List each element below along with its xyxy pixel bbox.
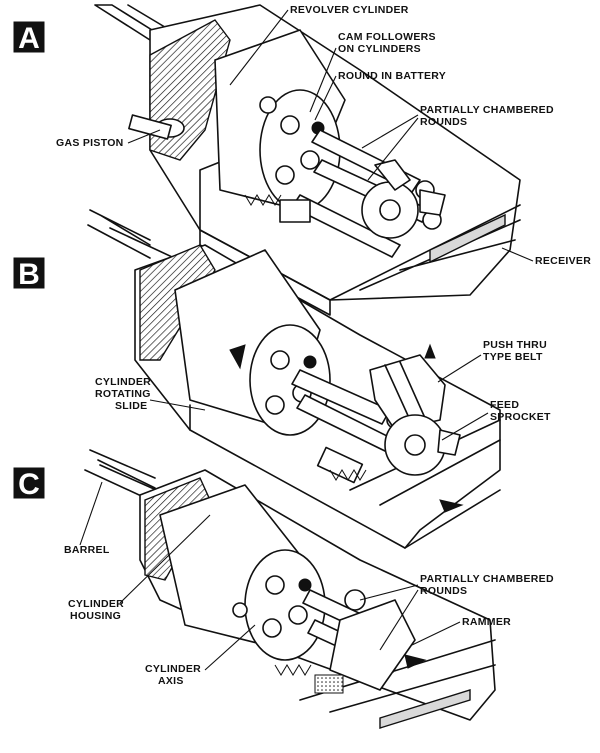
- panel-b-badge: B: [13, 257, 45, 291]
- label-partially-chambered-c-line2: ROUNDS: [420, 585, 467, 597]
- panel-b-labels: PUSH THRU TYPE BELT FEED SPROCKET CYLIND…: [95, 339, 551, 441]
- label-revolver-cylinder: REVOLVER CYLINDER: [290, 4, 409, 16]
- panel-a-feed-sprocket: [361, 159, 446, 239]
- label-barrel: BARREL: [64, 544, 110, 556]
- panel-b-feed-sprocket: [384, 414, 464, 513]
- label-cylinder-rotating-line2: ROTATING: [95, 388, 151, 400]
- label-receiver: RECEIVER: [535, 255, 591, 267]
- label-round-in-battery: ROUND IN BATTERY: [338, 70, 446, 82]
- panel-c-labels: BARREL CYLINDER HOUSING PARTIALLY CHAMBE…: [64, 481, 554, 687]
- panel-c: C: [13, 449, 554, 729]
- label-cylinder-axis-line1: CYLINDER: [145, 663, 201, 675]
- panel-a-letter: A: [18, 22, 40, 55]
- panel-b-push-thru-belt: [369, 343, 446, 431]
- panel-a-revolver-cylinder: [214, 29, 346, 211]
- panel-c-rammer: [329, 599, 427, 691]
- label-push-thru-line2: TYPE BELT: [483, 351, 543, 363]
- panel-a-gas-piston-housing: [128, 19, 231, 161]
- label-gas-piston: GAS PISTON: [56, 137, 124, 149]
- panel-c-badge: C: [13, 467, 45, 501]
- panel-c-revolver-cylinder: [159, 484, 326, 661]
- belt-up-arrow-icon: [424, 343, 436, 359]
- panel-c-letter: C: [18, 468, 40, 501]
- label-cam-followers-line2: ON CYLINDERS: [338, 43, 421, 55]
- label-rammer: RAMMER: [462, 616, 511, 628]
- panel-a-badge: A: [13, 21, 45, 55]
- label-partially-chambered-a-line2: ROUNDS: [420, 116, 467, 128]
- panel-b-letter: B: [18, 258, 40, 291]
- label-partially-chambered-c-line1: PARTIALLY CHAMBERED: [420, 573, 554, 585]
- label-push-thru-line1: PUSH THRU: [483, 339, 547, 351]
- rotation-arrow-icon: [229, 344, 246, 370]
- feed-arrow-icon: [439, 499, 464, 513]
- label-partially-chambered-a-line1: PARTIALLY CHAMBERED: [420, 104, 554, 116]
- panel-a-spring: [244, 194, 311, 223]
- label-cylinder-rotating-line1: CYLINDER: [95, 376, 151, 388]
- panel-a-labels: REVOLVER CYLINDER CAM FOLLOWERS ON CYLIN…: [56, 4, 591, 267]
- label-cam-followers-line1: CAM FOLLOWERS: [338, 31, 436, 43]
- panel-c-spring: [274, 664, 344, 694]
- label-cylinder-housing-line1: CYLINDER: [68, 598, 124, 610]
- label-cylinder-axis-line2: AXIS: [158, 675, 184, 687]
- panel-a: A: [13, 4, 591, 316]
- label-cylinder-rotating-line3: SLIDE: [115, 400, 147, 412]
- label-feed-line2: SPROCKET: [490, 411, 551, 423]
- panel-b-spring: [329, 469, 367, 481]
- label-cylinder-housing-line2: HOUSING: [70, 610, 121, 622]
- panel-b: B: [13, 209, 551, 549]
- rammer-arrow-icon: [404, 654, 427, 669]
- label-feed-line1: FEED: [490, 399, 519, 411]
